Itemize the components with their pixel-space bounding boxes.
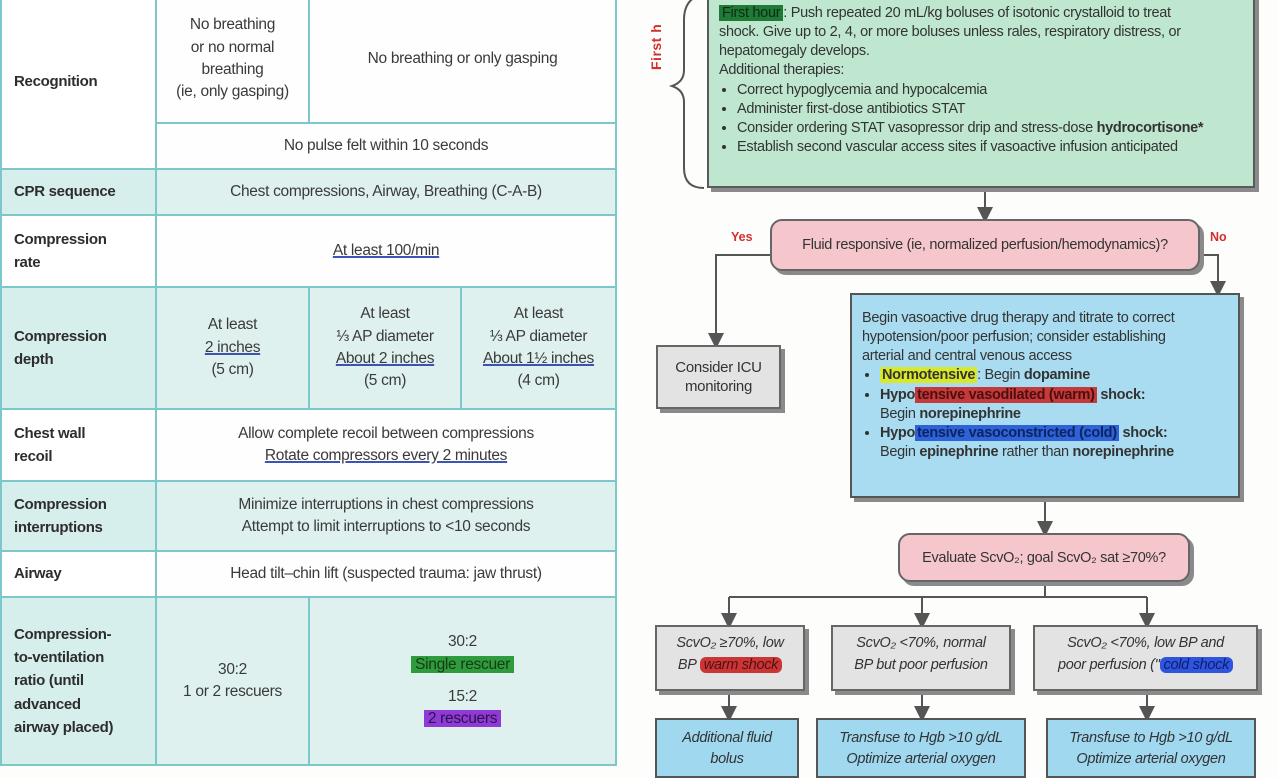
- compression-interruptions-value: Minimize interruptions in chest compress…: [154, 480, 618, 552]
- transfuse-box-1: Transfuse to Hgb >10 g/dL Optimize arter…: [816, 718, 1026, 778]
- chest-wall-recoil-value: Allow complete recoil between compressio…: [154, 408, 618, 482]
- compression-depth-child: At least ⅓ AP diameter About 2 inches (5…: [308, 286, 462, 410]
- first-hour-box: First hour: Push repeated 20 mL/kg bolus…: [707, 0, 1255, 188]
- ratio-adult: 30:2 1 or 2 rescuers: [155, 596, 310, 766]
- row-header-cpr-sequence: CPR sequence: [0, 168, 157, 216]
- vasoactive-therapy-box: Begin vasoactive drug therapy and titrat…: [850, 293, 1240, 498]
- vasoactive-list: Normotensive: Begin dopamine Hypotensive…: [862, 366, 1228, 462]
- table-row-chest-wall-recoil: Chest wall recoil Allow complete recoil …: [0, 408, 618, 482]
- first-hour-side-label: First h: [648, 23, 664, 70]
- fluid-responsive-question: Fluid responsive (ie, normalized perfusi…: [770, 219, 1200, 271]
- outcome-warm-shock: ScvO₂ ≥70%, low BP warm shock: [655, 625, 805, 691]
- table-row-pulse: No pulse felt within 10 seconds: [1, 122, 618, 170]
- no-label: No: [1210, 230, 1227, 244]
- ratio-child-infant: 30:2 Single rescuer 15:2 2 rescuers: [307, 596, 618, 766]
- outcome-cold-shock: ScvO₂ <70%, low BP and poor perfusion ("…: [1033, 625, 1258, 691]
- outcome-poor-perfusion: ScvO₂ <70%, normal BP but poor perfusion: [831, 625, 1011, 691]
- flowchart-connectors: [668, 0, 1226, 722]
- recognition-pulse: No pulse felt within 10 seconds: [154, 122, 618, 170]
- compression-depth-infant: At least ⅓ AP diameter About 1½ inches (…: [459, 286, 618, 410]
- compression-rate-value: At least 100/min: [154, 214, 618, 288]
- recognition-child-infant: No breathing or only gasping: [307, 0, 618, 124]
- row-header-compression-rate: Compression rate: [0, 214, 157, 288]
- row-header-chest-wall-recoil: Chest wall recoil: [0, 408, 157, 482]
- row-header-compression-depth: Compression depth: [0, 286, 157, 410]
- airway-value: Head tilt–chin lift (suspected trauma: j…: [154, 550, 618, 598]
- table-row-cpr-sequence: CPR sequence Chest compressions, Airway,…: [0, 168, 618, 216]
- evaluate-scvo2-question: Evaluate ScvO₂; goal ScvO₂ sat ≥70%?: [898, 533, 1190, 582]
- row-header-compression-interruptions: Compression interruptions: [0, 480, 157, 552]
- row-header-airway: Airway: [0, 550, 157, 598]
- transfuse-box-2: Transfuse to Hgb >10 g/dL Optimize arter…: [1046, 718, 1256, 778]
- list-item: Administer first-dose antibiotics STAT: [737, 100, 1243, 119]
- row-header-ratio: Compression- to-ventilation ratio (until…: [0, 596, 157, 766]
- cpr-guidelines-table: Recognition No breathing or no normal br…: [0, 0, 618, 766]
- arrow-no: [1200, 254, 1226, 297]
- row-header-recognition: Recognition: [0, 0, 157, 170]
- first-hour-brace: [668, 0, 705, 189]
- list-item: Establish second vascular access sites i…: [737, 138, 1243, 157]
- list-item: Correct hypoglycemia and hypocalcemia: [737, 81, 1243, 100]
- compression-depth-adult: At least 2 inches (5 cm): [155, 286, 310, 410]
- table-row-ratio: Compression- to-ventilation ratio (until…: [0, 596, 618, 766]
- arrow-yes: [708, 254, 770, 349]
- yes-label: Yes: [731, 230, 753, 244]
- table-row-compression-interruptions: Compression interruptions Minimize inter…: [0, 480, 618, 552]
- list-item: Normotensive: Begin dopamine: [880, 366, 1228, 385]
- additional-fluid-bolus-box: Additional fluid bolus: [655, 718, 799, 778]
- table-row-compression-rate: Compression rate At least 100/min: [0, 214, 618, 288]
- table-row-compression-depth: Compression depth At least 2 inches (5 c…: [0, 286, 618, 410]
- cpr-sequence-value: Chest compressions, Airway, Breathing (C…: [154, 168, 618, 216]
- icu-monitoring-box: Consider ICU monitoring: [656, 345, 781, 409]
- table-row-airway: Airway Head tilt–chin lift (suspected tr…: [0, 550, 618, 598]
- list-item: Consider ordering STAT vasopressor drip …: [737, 119, 1243, 138]
- additional-therapies-list: Correct hypoglycemia and hypocalcemia Ad…: [719, 81, 1243, 158]
- recognition-adult: No breathing or no normal breathing (ie,…: [155, 0, 310, 124]
- table-row-recognition: Recognition No breathing or no normal br…: [0, 0, 618, 170]
- first-hour-tag: First hour: [719, 5, 784, 21]
